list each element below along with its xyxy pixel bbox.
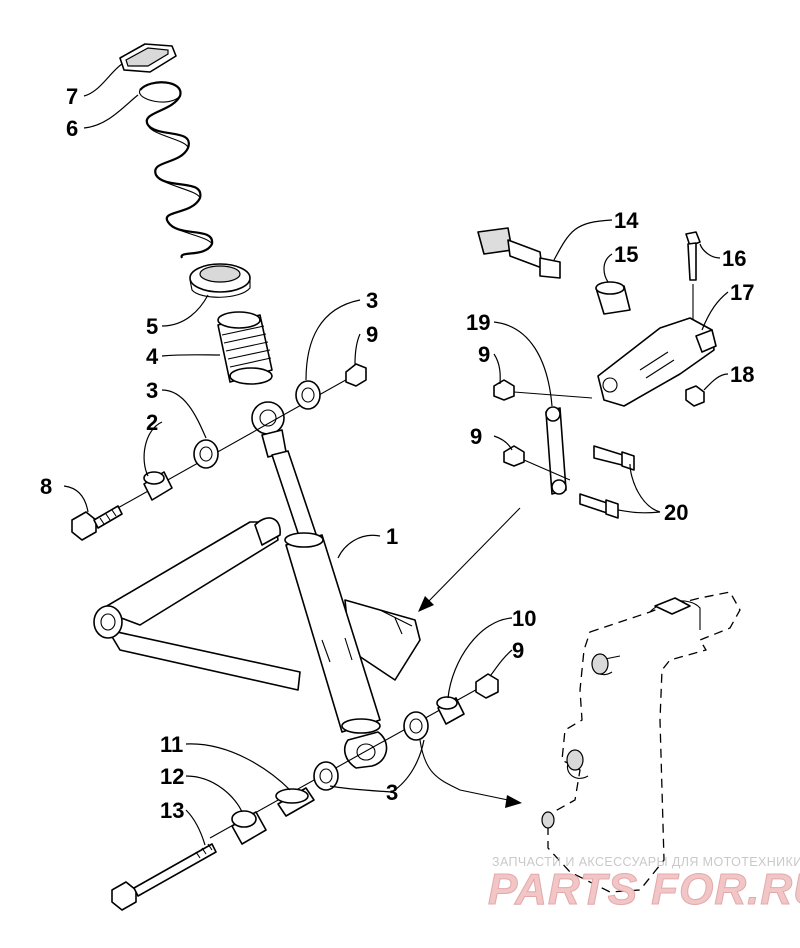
nut-part-9-lower xyxy=(475,673,499,699)
callout-11: 11 xyxy=(160,732,183,757)
lower-mount-hardware xyxy=(111,673,499,911)
callout-10: 10 xyxy=(512,606,536,631)
washer-part-3-lower-left xyxy=(313,761,339,791)
nut-part-9-upper xyxy=(345,363,367,387)
callout-18: 18 xyxy=(730,362,754,387)
callout-labels: 7 6 5 4 3 2 8 3 9 1 10 9 3 11 12 13 14 1… xyxy=(40,84,754,823)
callout-9-upper: 9 xyxy=(366,322,378,347)
bushing-part-10 xyxy=(436,696,465,725)
bolt-part-16 xyxy=(685,231,701,330)
callout-12: 12 xyxy=(160,764,184,789)
bushing-part-15 xyxy=(595,281,631,315)
arrow-head-lower xyxy=(505,795,522,808)
callout-16: 16 xyxy=(722,246,746,271)
nut-part-9-link-lower xyxy=(503,445,525,467)
bolt-part-20-lower xyxy=(579,493,619,519)
callout-9-link-upper: 9 xyxy=(478,342,490,367)
bolt-part-13 xyxy=(111,843,217,911)
stabilizer-bar-part-14 xyxy=(477,227,561,279)
callout-9-link-lower: 9 xyxy=(470,424,482,449)
nut-part-9-link-upper xyxy=(493,379,515,401)
watermark: ЗАПЧАСТИ И АКСЕССУАРЫ ДЛЯ МОТОТЕХНИКИ PA… xyxy=(488,855,800,915)
upper-mount-hardware xyxy=(71,363,367,541)
watermark-brand: PARTS FOR.RU xyxy=(488,865,800,914)
leader-lines xyxy=(63,63,729,846)
stabilizer-arm-part-17 xyxy=(597,317,717,407)
washer-part-3-lower-right xyxy=(403,711,429,741)
callout-8: 8 xyxy=(40,474,52,499)
bolt-part-8 xyxy=(71,505,123,541)
spring-seat-part-5 xyxy=(189,263,251,298)
assembly-arrows xyxy=(418,507,522,808)
bushing-part-2 xyxy=(143,471,173,501)
callout-7: 7 xyxy=(66,84,78,109)
stabilizer-assembly xyxy=(477,227,717,519)
bolt-part-20-upper xyxy=(593,445,635,471)
callout-3-upper-right: 3 xyxy=(366,288,378,313)
callout-5: 5 xyxy=(146,314,158,339)
bushing-part-12 xyxy=(231,810,267,845)
callout-19: 19 xyxy=(466,310,490,335)
callout-6: 6 xyxy=(66,116,78,141)
watermark-tagline: ЗАПЧАСТИ И АКСЕССУАРЫ ДЛЯ МОТОТЕХНИКИ xyxy=(492,855,800,869)
sleeve-part-11 xyxy=(275,787,315,817)
callout-3-upper-left: 3 xyxy=(146,378,158,403)
callout-9-lower: 9 xyxy=(512,638,524,663)
arrow-head-upper xyxy=(418,596,434,612)
callout-20: 20 xyxy=(664,500,688,525)
a-arm-frame xyxy=(93,517,421,691)
nut-part-18 xyxy=(685,385,705,407)
callout-2: 2 xyxy=(146,410,158,435)
callout-17: 17 xyxy=(730,280,754,305)
callout-14: 14 xyxy=(614,208,639,233)
spindle-bracket xyxy=(541,591,741,893)
callout-4: 4 xyxy=(146,344,159,369)
shock-absorber-part-1 xyxy=(251,401,388,769)
link-part-19 xyxy=(545,406,567,495)
adjuster-sleeve-part-4 xyxy=(217,311,273,385)
washer-part-3-right xyxy=(295,380,321,410)
callout-15: 15 xyxy=(614,242,638,267)
callout-13: 13 xyxy=(160,798,184,823)
callout-3-lower: 3 xyxy=(386,780,398,805)
callout-1: 1 xyxy=(386,524,398,549)
washer-part-3-left xyxy=(193,439,219,469)
spring-retainer-part-7 xyxy=(119,43,177,73)
coil-spring-part-6 xyxy=(139,81,214,259)
